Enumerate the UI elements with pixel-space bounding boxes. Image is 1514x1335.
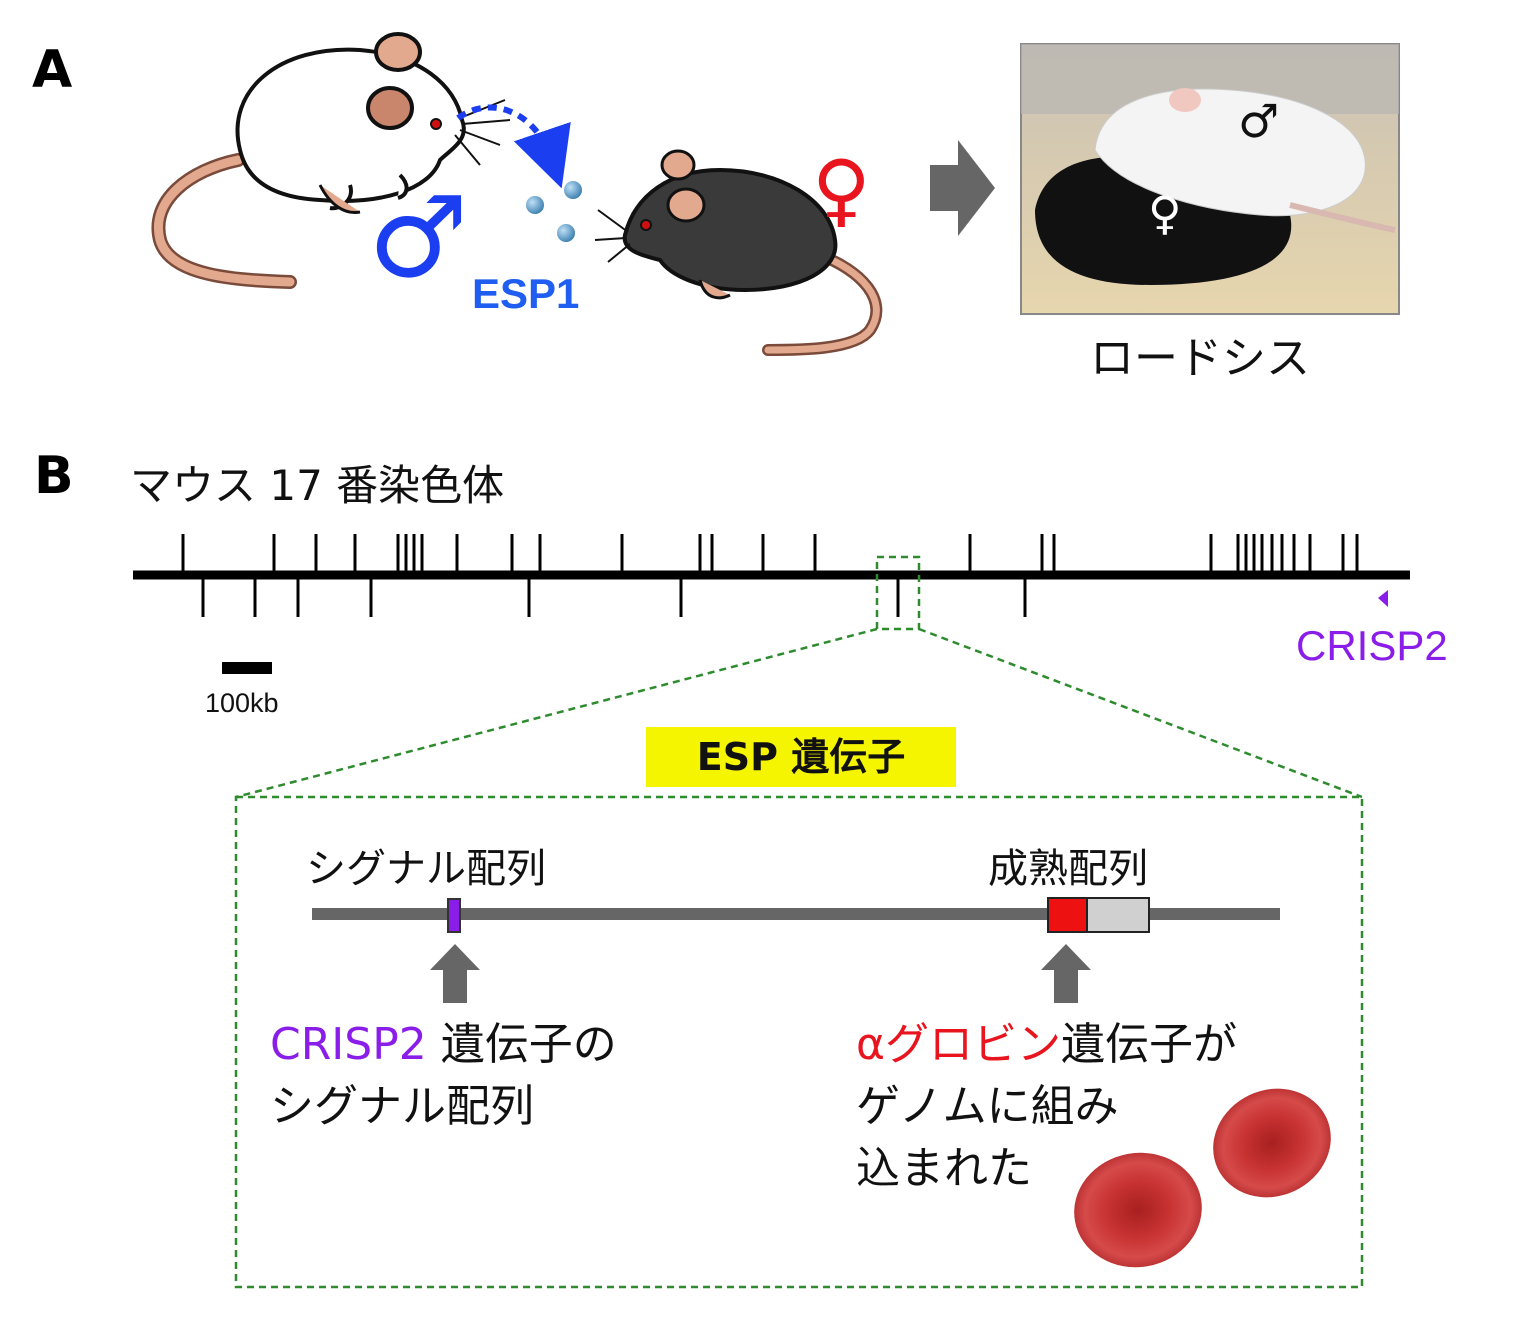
scale-bar-label: 100kb: [205, 688, 279, 718]
panel-a-illustration: [151, 32, 1400, 356]
signal-note-gene: CRISP2: [270, 1019, 427, 1070]
scale-bar: [222, 662, 272, 674]
photo-female-symbol: ♀: [1148, 186, 1182, 240]
result-arrow-icon: [930, 140, 995, 236]
globin-note-line2: ゲノムに組み: [856, 1081, 1119, 1132]
panel-a-label: A: [32, 40, 73, 100]
female-symbol: ♀: [812, 143, 871, 236]
chromosome-title: マウス 17 番染色体: [130, 461, 505, 510]
esp-gene-title-text: ESP 遺伝子: [696, 735, 906, 779]
esp1-label: ESP1: [472, 270, 580, 317]
signal-note: CRISP2 遺伝子の シグナル配列: [270, 1014, 617, 1138]
globin-note: αグロビン遺伝子が ゲノムに組み 込まれた: [856, 1014, 1237, 1200]
male-symbol: ♂: [368, 173, 469, 303]
chromosome-map: [133, 534, 1410, 1289]
globin-note-line3: 込まれた: [856, 1143, 1032, 1194]
lordosis-photo: [1020, 43, 1400, 315]
white-mouse-icon: [151, 32, 511, 289]
mature-seq-label: 成熟配列: [988, 846, 1148, 892]
photo-caption: ロードシス: [1090, 333, 1310, 384]
crisp2-label: CRISP2: [1296, 622, 1448, 669]
mature-arrow-icon: [1041, 944, 1091, 1003]
red-blood-cell-icon: [1074, 1088, 1331, 1268]
crisp2-marker-icon: [1378, 590, 1388, 607]
panel-b-label: B: [34, 446, 74, 506]
mature-seq-red-block: [1047, 897, 1088, 933]
signal-seq-label: シグナル配列: [306, 846, 546, 892]
signal-note-rest: 遺伝子の: [426, 1019, 617, 1070]
signal-arrow-icon: [430, 944, 480, 1003]
photo-male-symbol: ♂: [1238, 94, 1280, 148]
pheromone-dots-icon: [526, 181, 582, 242]
signal-note-line2: シグナル配列: [270, 1081, 534, 1132]
esp-gene-title: ESP 遺伝子: [646, 727, 956, 787]
black-mouse-icon: [594, 149, 883, 356]
zoom-box: [234, 795, 1364, 1289]
globin-note-gene: αグロビン: [856, 1019, 1062, 1070]
pheromone-arrow: [456, 104, 571, 189]
signal-seq-block: [447, 898, 461, 933]
globin-note-rest: 遺伝子が: [1061, 1019, 1238, 1070]
